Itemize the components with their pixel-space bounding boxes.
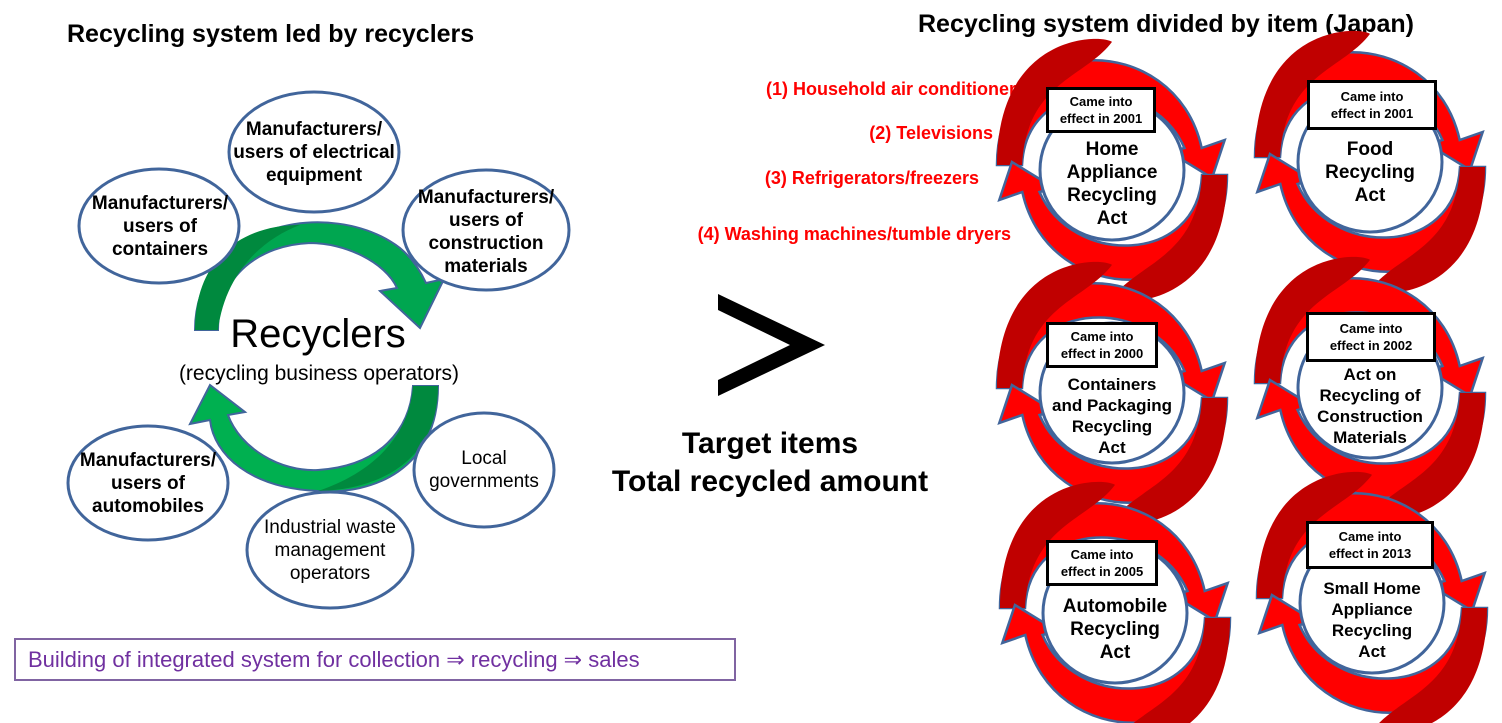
act-name-line: Recycling (1067, 185, 1157, 206)
effective-date-box: Came into effect in 2005 (1046, 540, 1158, 586)
act-name-line: Act (1098, 438, 1126, 457)
effective-date-box: Came into effect in 2000 (1046, 322, 1158, 368)
act-name-line: Act (1358, 642, 1386, 661)
effective-date-line: Came into (1070, 329, 1134, 344)
effective-date-line: Came into (1340, 89, 1404, 104)
effective-date-box: Came into effect in 2001 (1046, 87, 1156, 133)
red-arrow-top-shade (997, 261, 1112, 388)
act-name-line: Containers (1067, 375, 1157, 394)
red-arrow-top-shade (1255, 30, 1370, 157)
appliance-item-3: (3) Refrigerators/freezers (764, 168, 979, 188)
appliance-item-2: (2) Televisions (869, 123, 993, 143)
red-arrow-bottom-shade (1379, 608, 1487, 723)
ellipse-industrial-waste (245, 490, 415, 610)
appliance-item-4: (4) Washing machines/tumble dryers (697, 224, 1011, 244)
recyclers-subtitle: (recycling business operators) (178, 362, 460, 385)
effective-date-line: Came into (1069, 94, 1133, 109)
ellipse-construction (401, 168, 571, 292)
act-name-line: Construction (1317, 407, 1423, 426)
left-panel-title: Recycling system led by recyclers (67, 20, 475, 48)
effective-date-box: Came into effect in 2001 (1307, 80, 1437, 130)
red-arrow-bottom-shade (1112, 398, 1227, 525)
effective-date-line: effect in 2005 (1060, 564, 1144, 579)
act-name-line: Appliance (1331, 600, 1413, 619)
act-name-line: Automobile (1062, 596, 1168, 617)
integrated-system-note: Building of integrated system for collec… (14, 638, 736, 681)
act-name-line: Recycling (1325, 162, 1415, 183)
act-name-line: Small Home (1323, 579, 1421, 598)
ellipse-local-gov (412, 411, 556, 529)
act-name-line: Recycling (1331, 621, 1413, 640)
effective-date-line: Came into (1339, 321, 1403, 336)
act-name-line: Materials (1333, 428, 1407, 447)
green-arrow-top-shade (195, 225, 300, 330)
effective-date-line: Came into (1070, 547, 1134, 562)
ellipse-containers (77, 167, 241, 285)
greater-than-symbol (718, 294, 825, 396)
green-arrow-bottom-shade (318, 386, 438, 491)
comparison-line-1: Target items (681, 427, 859, 460)
appliance-item-1: (1) Household air conditioners (765, 79, 1026, 99)
act-name-line: Home (1085, 139, 1139, 160)
effective-date-line: effect in 2001 (1059, 111, 1143, 126)
recyclers-title: Recyclers (230, 312, 406, 356)
act-name-line: Recycling (1071, 417, 1153, 436)
effective-date-line: effect in 2001 (1330, 106, 1414, 121)
act-name-line: Appliance (1066, 162, 1158, 183)
act-name-line: Act (1096, 208, 1128, 229)
act-name-line: and Packaging (1052, 396, 1172, 415)
effective-date-line: Came into (1338, 529, 1402, 544)
red-arrow-top-shade (997, 38, 1112, 165)
red-arrow-top-shade (1257, 471, 1372, 598)
red-arrow-top-shade (1000, 481, 1115, 608)
effective-date-box: Came into effect in 2013 (1306, 521, 1434, 569)
right-panel-title: Recycling system divided by item (Japan) (918, 10, 1414, 38)
act-name-line: Recycling of (1319, 386, 1421, 405)
effective-date-line: effect in 2000 (1060, 346, 1144, 361)
act-name-line: Act on (1343, 365, 1397, 384)
red-arrow-bottom-shade (1133, 618, 1230, 723)
effective-date-line: effect in 2013 (1328, 546, 1412, 561)
ellipse-automobiles (66, 424, 230, 542)
act-name-line: Act (1099, 642, 1131, 663)
ellipse-electrical (227, 90, 401, 214)
comparison-text: Target items Total recycled amount (580, 425, 960, 501)
effective-date-box: Came into effect in 2002 (1306, 312, 1436, 362)
red-arrow-top-shade (1255, 256, 1370, 383)
red-arrow-bottom-shade (1370, 393, 1485, 520)
act-name-line: Food (1346, 139, 1394, 160)
red-arrow-bottom-shade (1112, 175, 1227, 302)
effective-date-line: effect in 2002 (1329, 338, 1413, 353)
comparison-line-2: Total recycled amount (611, 465, 929, 498)
act-name-line: Act (1354, 185, 1386, 206)
act-name-line: Recycling (1070, 619, 1160, 640)
red-arrow-bottom-shade (1370, 167, 1485, 294)
